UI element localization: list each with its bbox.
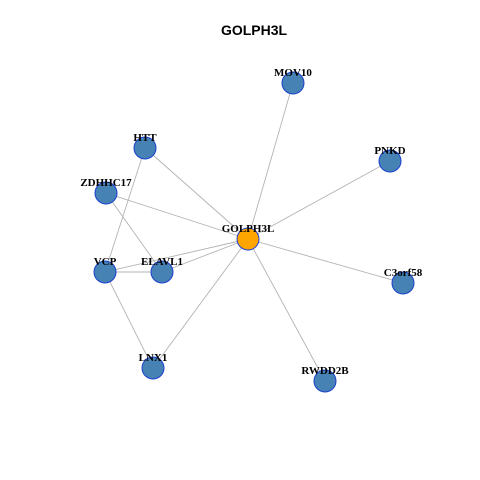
node-label-golph3l: GOLPH3L xyxy=(222,223,275,235)
node-label-pnkd: PNKD xyxy=(374,145,405,157)
node-elavl1 xyxy=(150,260,174,284)
node-label-htt: HTT xyxy=(133,132,157,144)
node-golph3l xyxy=(236,227,260,251)
node-label-c3orf58: C3orf58 xyxy=(384,267,423,279)
edge-golph3l-vcp xyxy=(104,238,249,273)
edge-golph3l-pnkd xyxy=(247,160,391,240)
edge-golph3l-mov10 xyxy=(247,82,294,240)
edge-golph3l-zdhhc17 xyxy=(105,192,249,240)
edge-vcp-lnx1 xyxy=(104,271,154,369)
node-rwdd2b xyxy=(313,369,337,393)
node-mov10 xyxy=(281,71,305,95)
node-label-elavl1: ELAVL1 xyxy=(141,256,183,268)
edge-golph3l-lnx1 xyxy=(152,238,249,369)
node-label-vcp: VCP xyxy=(94,256,117,268)
edge-htt-vcp xyxy=(104,147,146,273)
node-zdhhc17 xyxy=(94,181,118,205)
node-vcp xyxy=(93,260,117,284)
node-layer xyxy=(93,71,415,393)
edge-golph3l-rwdd2b xyxy=(247,238,326,382)
node-c3orf58 xyxy=(391,271,415,295)
edge-golph3l-c3orf58 xyxy=(247,238,404,284)
node-htt xyxy=(133,136,157,160)
edge-golph3l-htt xyxy=(144,147,249,240)
node-label-rwdd2b: RWDD2B xyxy=(301,365,349,377)
edge-zdhhc17-elavl1 xyxy=(105,192,163,273)
edge-golph3l-elavl1 xyxy=(161,238,249,273)
node-label-lnx1: LNX1 xyxy=(139,352,168,364)
node-label-zdhhc17: ZDHHC17 xyxy=(80,177,132,189)
node-label-mov10: MOV10 xyxy=(274,67,312,79)
node-lnx1 xyxy=(141,356,165,380)
node-pnkd xyxy=(378,149,402,173)
diagram-title: GOLPH3L xyxy=(221,22,288,38)
